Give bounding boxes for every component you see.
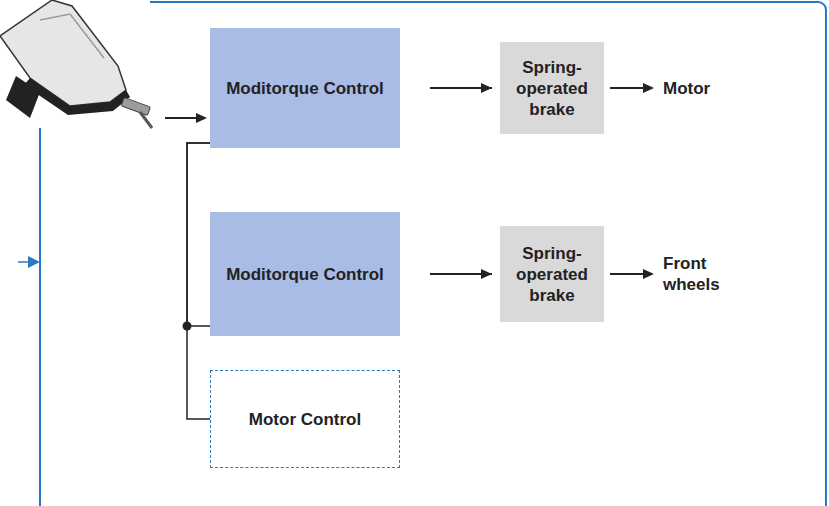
motor-control-box: Motor Control <box>210 370 400 468</box>
foot-pedal-illustration <box>0 0 152 128</box>
brake-box: Spring-operated brake <box>500 42 604 134</box>
brake-box: Spring-operated brake <box>500 226 604 322</box>
connector <box>430 269 492 279</box>
side-arrow <box>18 256 40 268</box>
pedal-arrow <box>165 113 207 123</box>
control-box: Moditorque Control <box>210 212 400 336</box>
connector <box>430 83 492 93</box>
output-arrow <box>610 269 654 279</box>
control-box: Moditorque Control <box>210 28 400 148</box>
frame-border <box>40 2 826 506</box>
box-text: Motor Control <box>249 409 361 430</box>
junction-dot <box>183 322 192 331</box>
box-text: Moditorque Control <box>226 264 384 285</box>
box-text: Spring-operated brake <box>508 57 596 120</box>
output-arrow <box>610 83 654 93</box>
box-text: Moditorque Control <box>226 78 384 99</box>
connector <box>187 143 210 419</box>
output-label: Motor <box>663 78 753 99</box>
output-label: Front wheels <box>663 253 735 295</box>
connector <box>187 143 210 326</box>
box-text: Spring-operated brake <box>508 243 596 306</box>
